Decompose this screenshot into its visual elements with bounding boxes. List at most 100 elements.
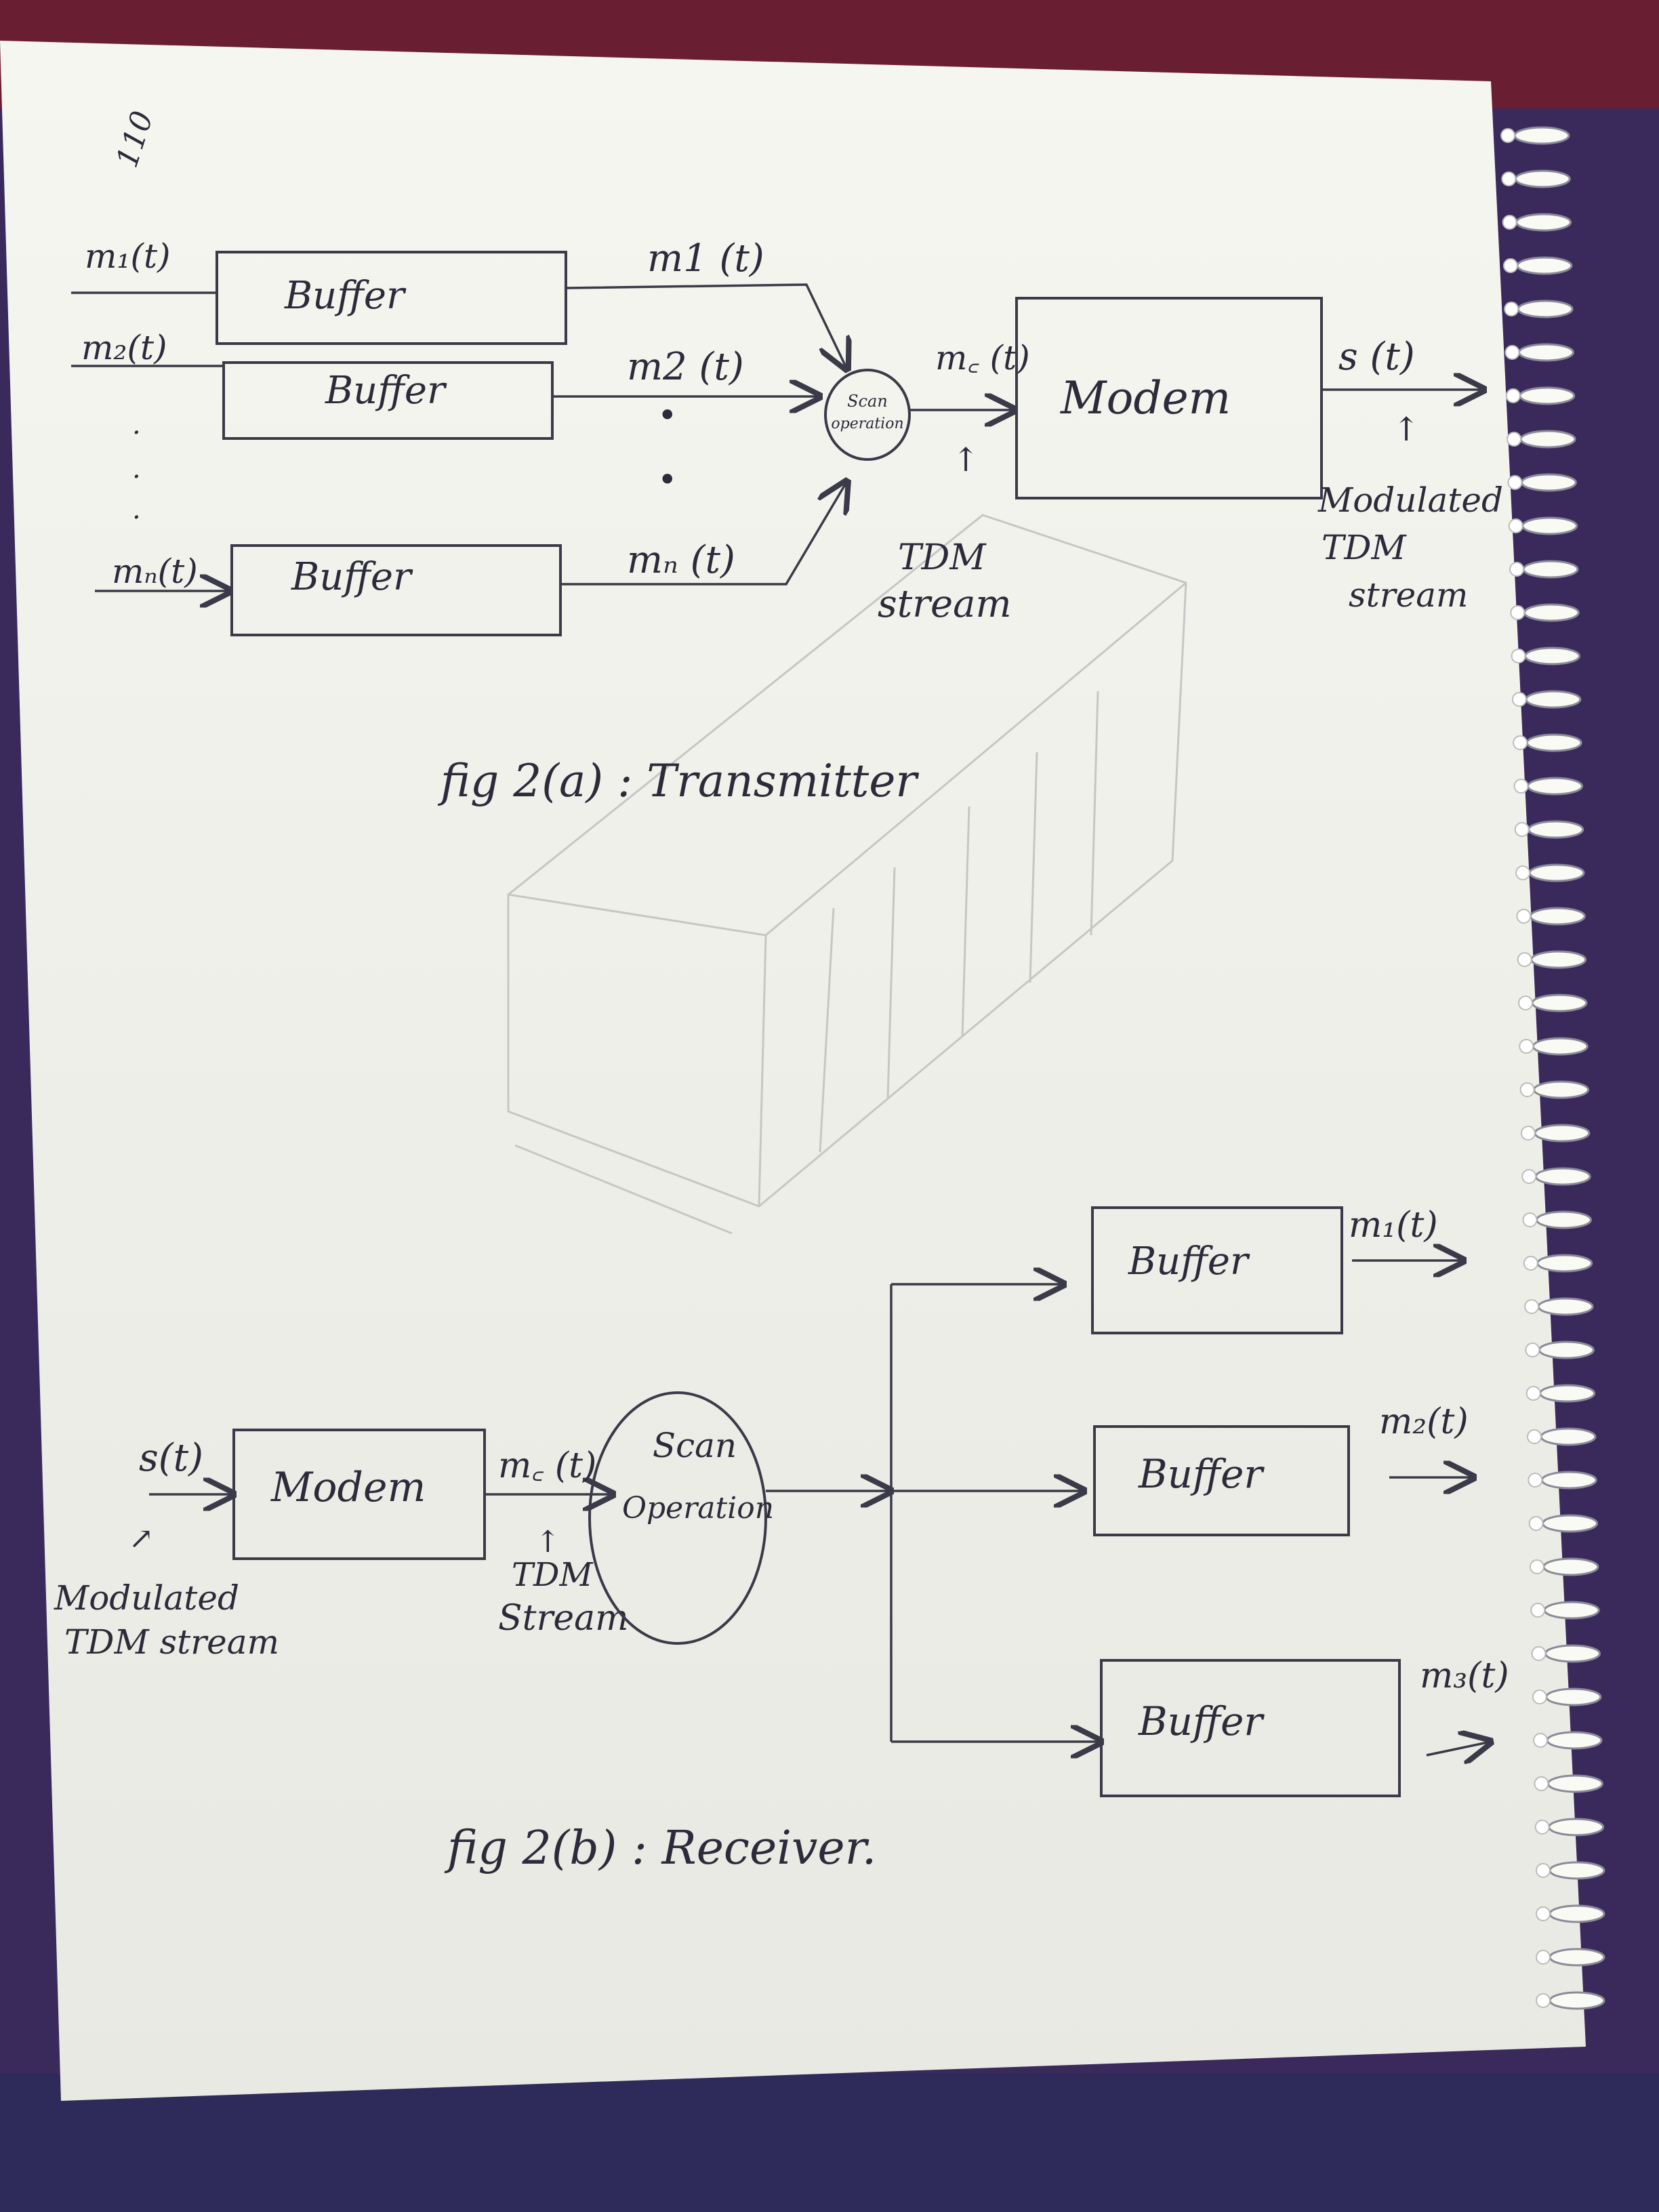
binding-hole (1511, 649, 1526, 663)
tx-output-label-2: m2 (t) (627, 345, 744, 389)
binding-ring (1519, 386, 1576, 405)
binding-ring (1549, 1991, 1605, 2010)
binding-hole (1522, 1212, 1538, 1227)
binding-ring (1536, 1254, 1593, 1273)
binding-hole (1527, 1429, 1542, 1444)
rx-up-arrow-icon: ↑ (535, 1525, 560, 1559)
binding-hole (1516, 909, 1532, 924)
tx-input-ellipsis: . (132, 409, 141, 441)
binding-ring (1529, 907, 1586, 926)
tx-line-n (560, 481, 847, 586)
binding-ring (1533, 1080, 1590, 1099)
binding-hole (1518, 996, 1533, 1010)
binding-ring (1513, 126, 1570, 145)
binding-ring (1542, 1557, 1599, 1576)
binding-hole (1519, 1039, 1534, 1054)
tx-up-arrow-icon: ↑ (1393, 411, 1420, 449)
rx-buffer-box-2 (1093, 1425, 1350, 1536)
binding-ring (1544, 1644, 1601, 1663)
binding-hole (1515, 865, 1531, 880)
binding-ring (1536, 1210, 1592, 1229)
binding-ring (1515, 213, 1572, 232)
binding-hole (1517, 952, 1532, 967)
tx-buffer-box-1 (216, 251, 567, 345)
binding-ring (1549, 1904, 1605, 1923)
binding-hole (1507, 432, 1522, 447)
rx-modem-output-label: m꜀ (t) (498, 1446, 596, 1486)
binding-hole (1531, 1646, 1547, 1661)
binding-ring (1547, 1774, 1603, 1793)
binding-hole (1510, 605, 1525, 620)
rx-buffer-label-1: Buffer (1128, 1240, 1250, 1284)
binding-hole (1536, 1993, 1551, 2008)
binding-ring (1521, 516, 1578, 535)
rx-buffer-box-3 (1100, 1659, 1401, 1797)
binding-ring (1543, 1601, 1600, 1620)
rx-buffer-label-2: Buffer (1138, 1451, 1265, 1497)
binding-hole (1520, 1126, 1536, 1141)
tx-caption: fig 2(a) : Transmitter (437, 755, 919, 807)
binding-hole (1509, 562, 1524, 577)
rx-output-label-1: m₁(t) (1349, 1205, 1438, 1246)
binding-hole (1513, 779, 1529, 794)
binding-ring (1540, 1427, 1597, 1446)
binding-hole (1533, 1733, 1549, 1748)
tx-scan-operation (824, 369, 911, 461)
binding-ring (1528, 863, 1585, 882)
binding-ring (1540, 1471, 1597, 1490)
binding-ring (1542, 1514, 1599, 1533)
tx-buffer-label-1: Buffer (284, 274, 407, 318)
binding-ring (1514, 169, 1571, 188)
rx-buffer-box-1 (1091, 1206, 1343, 1334)
tx-modem-box (1015, 297, 1323, 499)
binding-hole (1505, 388, 1521, 403)
binding-hole (1502, 258, 1518, 273)
rx-scan-operation (588, 1391, 767, 1645)
binding-hole (1521, 1169, 1537, 1184)
tx-line-1 (565, 283, 847, 369)
tx-input-label-n: mₙ(t) (112, 552, 198, 591)
binding-ring (1525, 690, 1582, 709)
binding-hole (1536, 1906, 1551, 1921)
tx-mid-ellipsis: • (657, 460, 678, 499)
binding-ring (1537, 1297, 1594, 1316)
rx-buffer-label-3: Buffer (1138, 1698, 1265, 1744)
binding-ring (1538, 1340, 1595, 1359)
binding-hole (1507, 475, 1523, 490)
binding-hole (1513, 735, 1528, 750)
binding-hole (1534, 1776, 1549, 1791)
binding-hole (1534, 1820, 1550, 1835)
rx-caption: fig 2(b) : Receiver. (444, 1822, 876, 1875)
tx-buffer-box-2 (222, 361, 554, 440)
rx-input-note: Modulated (54, 1578, 239, 1618)
page-number: 110 (110, 107, 160, 172)
spiral-binding (1500, 126, 1605, 2010)
tx-mid-ellipsis: • (657, 396, 678, 435)
rx-scan-label: Scan (653, 1426, 737, 1465)
binding-ring (1531, 994, 1588, 1012)
tx-buffer-box-n (230, 544, 562, 636)
rx-scan-label: Operation (622, 1491, 774, 1525)
binding-ring (1528, 820, 1584, 839)
transmitter-diagram: m₁(t) m₂(t) mₙ(t) . . . Buffer Buffer Bu… (71, 237, 1503, 807)
tx-output-note: TDM (1322, 528, 1407, 567)
rx-tdm-label: Stream (498, 1598, 628, 1639)
binding-hole (1536, 1863, 1551, 1878)
binding-hole (1502, 215, 1517, 230)
rx-input-note: TDM stream (64, 1622, 279, 1662)
tx-output-label-1: m1 (t) (647, 237, 764, 281)
binding-hole (1525, 1343, 1540, 1357)
tx-output-note: stream (1349, 575, 1468, 615)
tx-buffer-label-2: Buffer (325, 369, 447, 413)
binding-ring (1530, 950, 1587, 969)
binding-hole (1514, 822, 1530, 837)
binding-ring (1532, 1037, 1589, 1056)
tx-tdm-label: stream (878, 582, 1012, 626)
binding-ring (1549, 1861, 1605, 1880)
binding-ring (1524, 647, 1581, 665)
binding-hole (1501, 171, 1517, 186)
binding-ring (1519, 430, 1576, 449)
tx-output-note: Modulated (1317, 480, 1503, 520)
binding-hole (1524, 1299, 1540, 1314)
